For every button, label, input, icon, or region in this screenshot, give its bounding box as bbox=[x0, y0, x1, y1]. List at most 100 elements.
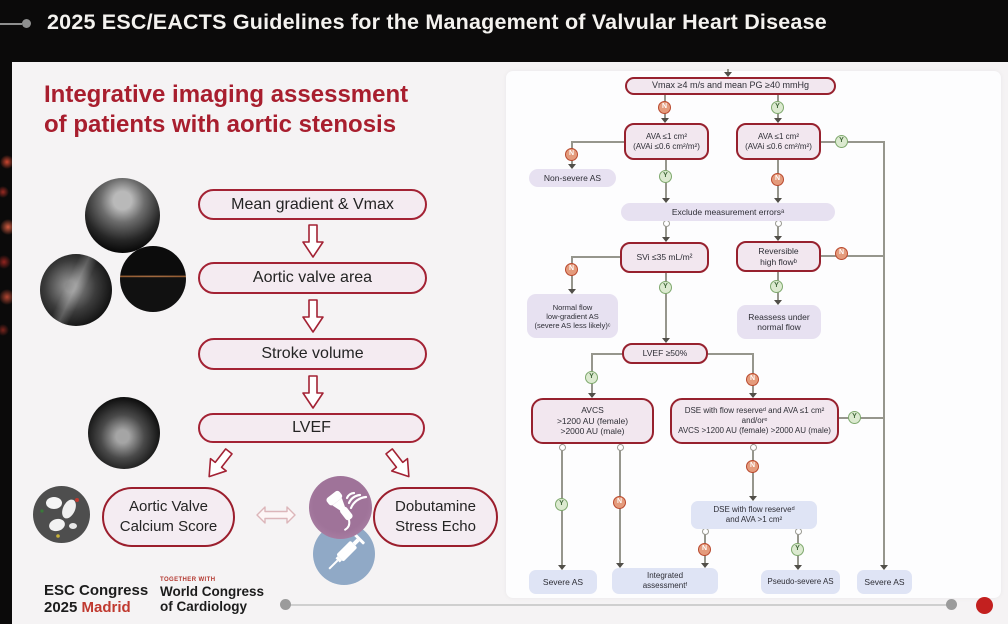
flow-node-exclude-errors: Exclude measurement errorsᵃ bbox=[621, 203, 835, 221]
node-text-line: AVA ≤1 cm² bbox=[646, 131, 687, 141]
arrowhead bbox=[749, 393, 757, 398]
esc-congress-line2: 2025 Madrid bbox=[44, 599, 148, 617]
yes-badge: Y bbox=[585, 371, 598, 384]
connector-line bbox=[777, 221, 779, 236]
connector-line bbox=[665, 273, 667, 338]
arrowhead bbox=[568, 289, 576, 294]
node-text-line: DSE with flow reserveᵈ and AVA ≤1 cm² bbox=[684, 406, 825, 415]
node-text-line: Non-severe AS bbox=[543, 172, 602, 183]
node-text-line: >1200 AU (female) bbox=[556, 415, 629, 426]
connector-dot bbox=[663, 220, 670, 227]
world-congress-logo: World Congress of Cardiology bbox=[160, 584, 265, 614]
stress-echo-line1: Dobutamine bbox=[395, 497, 476, 515]
arrowhead bbox=[662, 198, 670, 203]
connector-line bbox=[571, 256, 620, 258]
yes-badge: Y bbox=[770, 280, 783, 293]
connector-dot bbox=[559, 444, 566, 451]
connector-line bbox=[839, 417, 884, 419]
echo-image-4chamber bbox=[88, 397, 160, 469]
wcc-line1: World Congress bbox=[160, 584, 265, 599]
arrowhead bbox=[558, 565, 566, 570]
echo-image-doppler bbox=[120, 246, 186, 312]
esc-congress-logo: ESC Congress 2025 Madrid bbox=[44, 582, 149, 617]
node-text-line: and/orᵉ bbox=[741, 416, 768, 425]
connector-dot bbox=[617, 444, 624, 451]
connector-line bbox=[591, 353, 623, 355]
flow-node-svi: SVi ≤35 mL/m² bbox=[620, 242, 709, 273]
together-with-label: TOGETHER WITH bbox=[160, 577, 216, 583]
down-left-arrow-icon bbox=[208, 448, 233, 478]
flow-node-vmax: Vmax ≥4 m/s and mean PG ≥40 mmHg bbox=[625, 77, 836, 95]
flow-node-severe-as-right: Severe AS bbox=[857, 570, 912, 594]
no-badge: N bbox=[746, 460, 759, 473]
arrowhead bbox=[794, 565, 802, 570]
node-text-line: Reversible bbox=[758, 245, 799, 256]
connector-dot bbox=[750, 444, 757, 451]
yes-badge: Y bbox=[771, 101, 784, 114]
connector-dot bbox=[795, 528, 802, 535]
arrowhead bbox=[662, 237, 670, 242]
down-right-arrow-icon bbox=[385, 448, 410, 478]
node-text-line: Severe AS bbox=[864, 576, 905, 587]
section-title-line2: of patients with aortic stenosis bbox=[44, 111, 397, 139]
step-label: Mean gradient & Vmax bbox=[231, 195, 394, 213]
node-text-line: assessmentᶠ bbox=[642, 581, 688, 590]
yes-badge: Y bbox=[848, 411, 861, 424]
arrowhead bbox=[588, 393, 596, 398]
video-edge-bokeh bbox=[0, 62, 12, 624]
step-lvef: LVEF bbox=[198, 413, 425, 443]
no-badge: N bbox=[658, 101, 671, 114]
section-title: Integrative imaging assessment of patien… bbox=[44, 80, 408, 140]
node-text-line: normal flow bbox=[757, 322, 801, 332]
header-bullet-line bbox=[0, 23, 22, 25]
echo-image-parasternal bbox=[40, 254, 112, 326]
yes-badge: Y bbox=[659, 170, 672, 183]
connector-line bbox=[821, 255, 884, 257]
arrowhead bbox=[774, 118, 782, 123]
step-label: LVEF bbox=[292, 419, 331, 436]
node-text-line: and AVA >1 cm² bbox=[725, 515, 783, 524]
step-aortic-valve-area: Aortic valve area bbox=[198, 262, 427, 294]
ultrasound-probe-icon bbox=[309, 476, 372, 539]
page-title: 2025 ESC/EACTS Guidelines for the Manage… bbox=[47, 10, 827, 34]
esc-congress-line1: ESC Congress bbox=[44, 582, 149, 599]
no-badge: N bbox=[613, 496, 626, 509]
flow-node-dse-ava-gt1: DSE with flow reserveᵈ and AVA >1 cm² bbox=[691, 501, 817, 529]
yes-badge: Y bbox=[835, 135, 848, 148]
node-text-line: Integrated bbox=[646, 571, 684, 580]
flow-node-severe-as-left: Severe AS bbox=[529, 570, 597, 594]
connector-line bbox=[665, 221, 667, 237]
no-badge: N bbox=[698, 543, 711, 556]
flow-node-integrated-assessment: Integrated assessmentᶠ bbox=[612, 568, 718, 594]
arrowhead bbox=[568, 164, 576, 169]
stress-echo-box: Dobutamine Stress Echo bbox=[373, 487, 498, 547]
node-text-line: Severe AS bbox=[542, 576, 584, 587]
node-text-line: (severe AS less likely)ᶜ bbox=[534, 320, 611, 330]
connector-line bbox=[883, 141, 885, 565]
calcium-score-line1: Aortic Valve bbox=[129, 497, 208, 515]
arrowhead bbox=[774, 236, 782, 241]
arrowhead bbox=[701, 563, 709, 568]
nav-dot-red[interactable] bbox=[976, 597, 993, 614]
flow-node-avcs: AVCS >1200 AU (female) >2000 AU (male) bbox=[531, 398, 654, 444]
flow-node-normal-flow-lg-as: Normal flow low-gradient AS (severe AS l… bbox=[527, 294, 618, 338]
arrowhead bbox=[774, 300, 782, 305]
flow-node-ava-right: AVA ≤1 cm² (AVAi ≤0.6 cm²/m²) bbox=[736, 123, 821, 160]
node-text-line: DSE with flow reserveᵈ bbox=[713, 505, 795, 514]
timeline-end-dot[interactable] bbox=[946, 599, 957, 610]
arrowhead bbox=[724, 72, 732, 77]
node-text-line: AVCS >1200 AU (female) >2000 AU (male) bbox=[678, 426, 831, 435]
down-arrow-icon bbox=[302, 375, 324, 409]
stress-echo-line2: Stress Echo bbox=[395, 518, 476, 535]
echo-image-apical bbox=[85, 178, 160, 253]
probe-glyph bbox=[326, 490, 368, 531]
node-text-line: Reassess under bbox=[748, 311, 810, 322]
arrowhead bbox=[616, 563, 624, 568]
no-badge: N bbox=[835, 247, 848, 260]
node-text-line: high flowᵇ bbox=[760, 256, 797, 267]
yes-badge: Y bbox=[659, 281, 672, 294]
connector-line bbox=[821, 141, 884, 143]
no-badge: N bbox=[565, 263, 578, 276]
flow-node-reassess: Reassess under normal flow bbox=[737, 305, 821, 339]
node-text-line: LVEF ≥50% bbox=[642, 348, 688, 359]
